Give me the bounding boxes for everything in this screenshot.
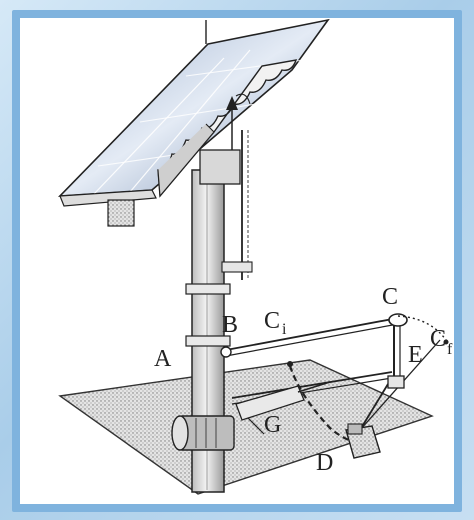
label-cf-sub: f: [447, 341, 453, 358]
actuator-rod: [221, 130, 253, 280]
ground-plate: [58, 359, 434, 495]
top-beam: [157, 59, 298, 198]
label-cf: C: [430, 326, 446, 352]
support-block: [107, 199, 135, 227]
label-e: E: [408, 342, 423, 368]
label-d: D: [316, 450, 333, 476]
label-ci-sub: i: [282, 321, 287, 338]
label-c: C: [382, 284, 398, 310]
label-b: B: [222, 312, 238, 338]
motor-drum: [171, 415, 235, 451]
label-g: G: [264, 412, 281, 438]
label-a: A: [154, 346, 172, 372]
linkage: [220, 313, 441, 431]
actuator-cylinder: [235, 381, 331, 435]
labels: A B C i C E C f G D: [154, 284, 453, 476]
motion-paths: [287, 315, 449, 446]
base-block-d: [345, 423, 381, 459]
solar-panel: [57, 18, 330, 207]
pivot-head: [199, 93, 251, 185]
label-ci: C: [264, 308, 280, 334]
